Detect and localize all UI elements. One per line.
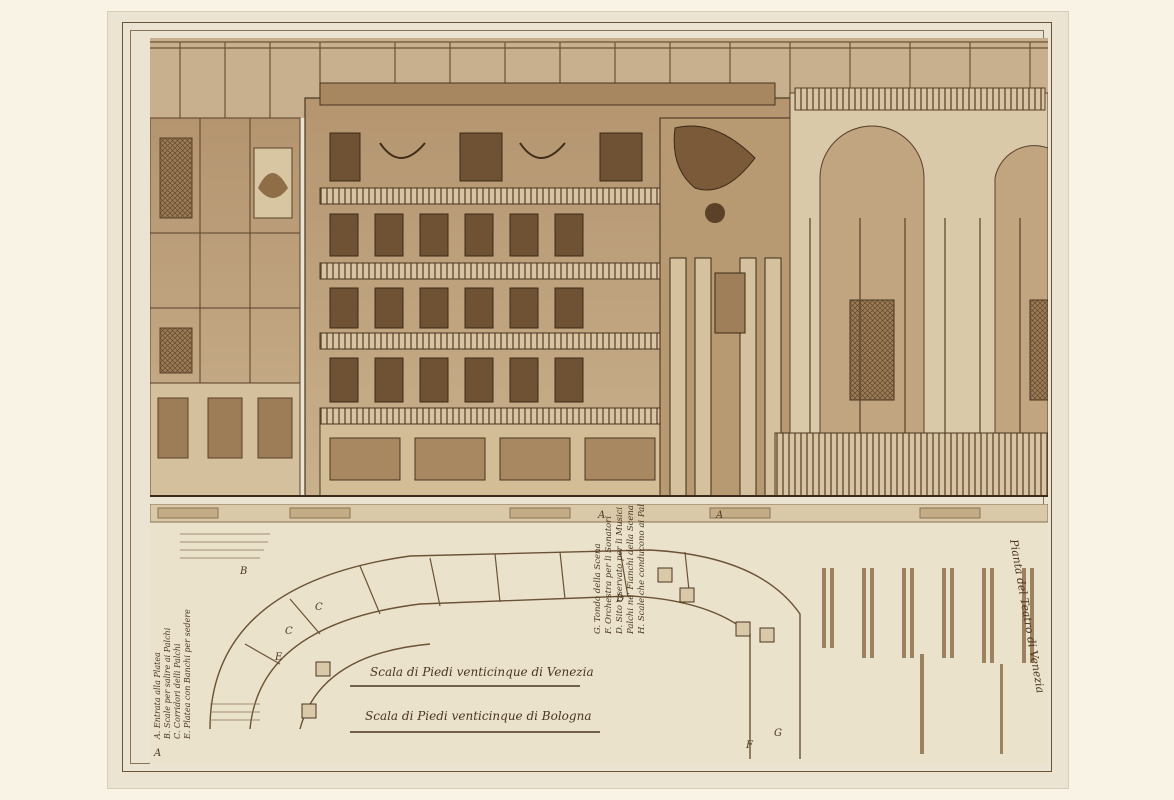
legend-right: G. Tondo della Scena F. Orchestra per li… — [593, 504, 647, 635]
letter-c-1: C — [315, 602, 323, 613]
letter-f: F — [745, 740, 754, 751]
theatre-elevation-drawing — [150, 38, 1048, 497]
outer-border — [122, 22, 1052, 772]
legend-left-line: C. Corridori delli Palchi — [173, 643, 182, 739]
legend-left-line: A. Entrata alla Platea — [153, 652, 162, 740]
letter-d: D — [615, 594, 624, 605]
legend-right-line: D. Sito riservato per li Musici — [615, 507, 625, 635]
letter-b: B — [239, 566, 247, 577]
letter-e: E — [274, 652, 283, 663]
scale-venice-label: Scala di Piedi venticinque di Venezia — [370, 665, 594, 679]
theatre-floor-plan: Scala di Piedi venticinque di Venezia Sc… — [150, 504, 1048, 764]
box-partitions — [244, 549, 691, 665]
legend-left-line: E. Platea con Banchi per sedere — [183, 609, 192, 740]
letter-c-2: C — [285, 626, 293, 637]
column-bases — [301, 567, 775, 719]
letter-a-top-1: A — [597, 510, 605, 521]
letter-a-top-2: A — [715, 510, 723, 521]
stage-wings — [822, 568, 1034, 754]
stairs-hatching — [180, 533, 270, 721]
letter-a-left: A — [153, 748, 161, 759]
legend-left: A. Entrata alla Platea B. Scale per sali… — [153, 609, 192, 740]
scale-bologna-label: Scala di Piedi venticinque di Bologna — [365, 709, 591, 723]
legend-right-line: H. Scale che conducono ai Palchi — [637, 504, 647, 635]
legend-right-line: G. Tondo della Scena — [593, 543, 603, 634]
letter-g: G — [774, 728, 782, 739]
legend-left-line: B. Scale per salire ai Palchi — [163, 627, 172, 740]
legend-right-line: F. Orchestra per li Sonatori — [604, 516, 614, 635]
legend-right-line: Palchi ne' Fianchi della Scena — [626, 505, 636, 635]
